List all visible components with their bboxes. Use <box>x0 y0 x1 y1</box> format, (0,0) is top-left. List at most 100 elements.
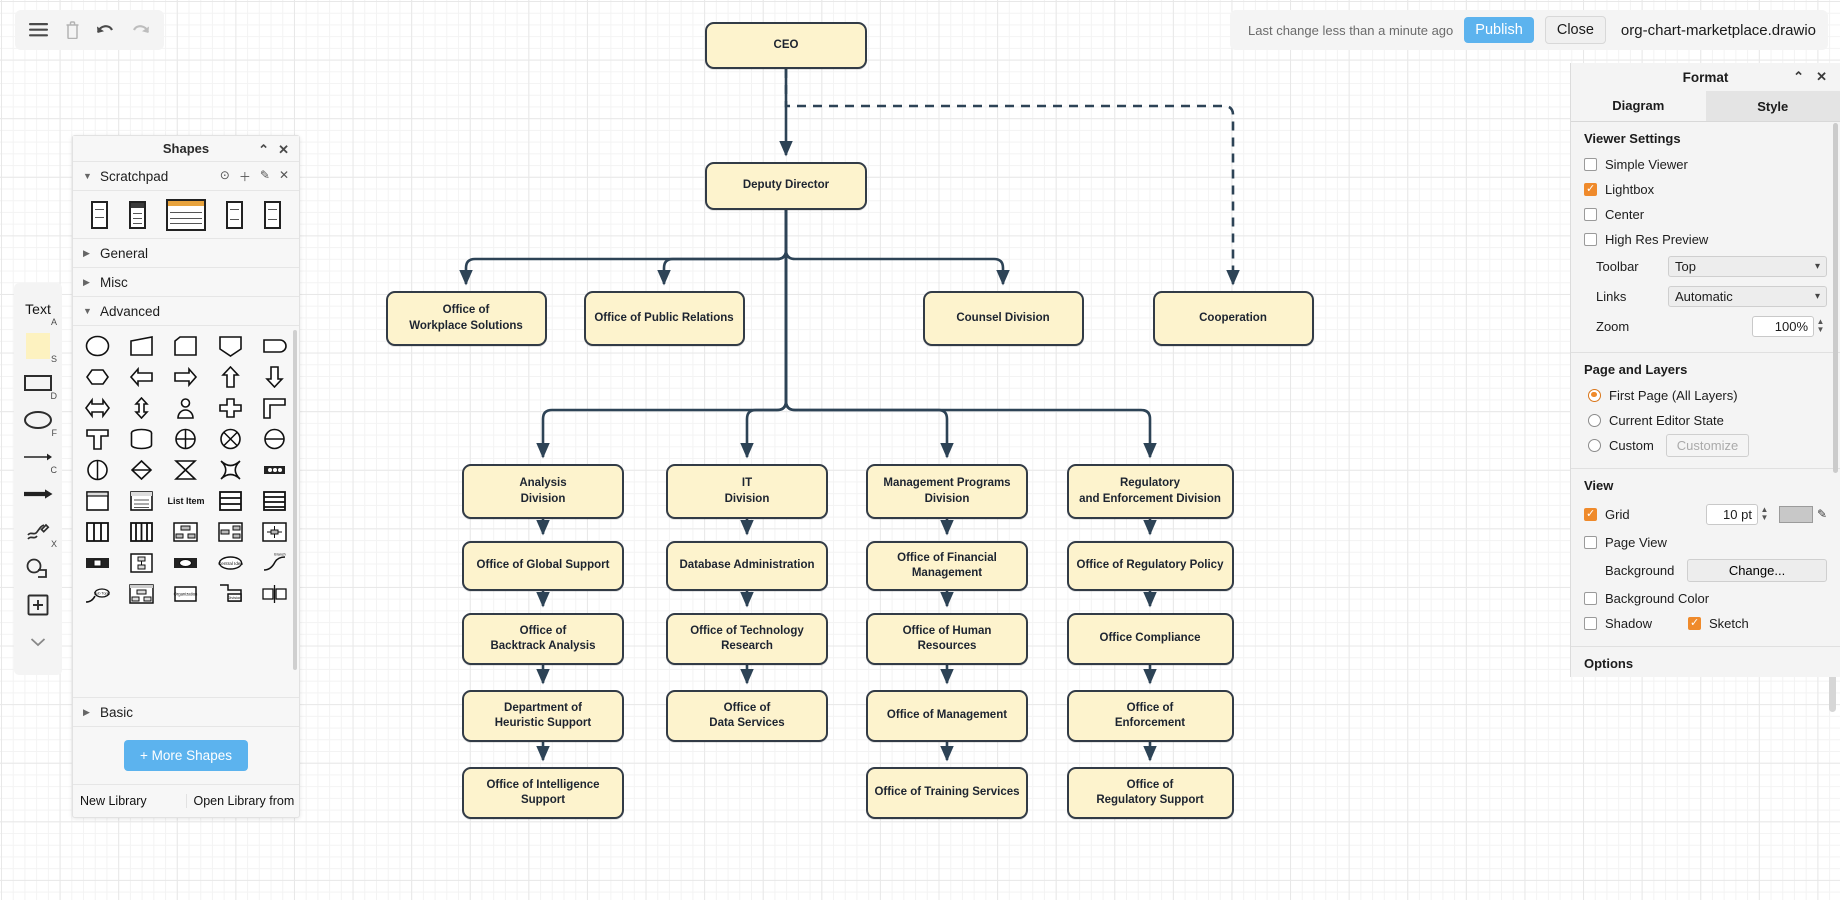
checkbox-icon[interactable] <box>1584 182 1597 196</box>
note-tool[interactable]: S <box>16 327 60 364</box>
palette-scrollbar[interactable] <box>293 330 297 670</box>
palette-shape-39[interactable]: Central Idea <box>208 547 252 578</box>
palette-shape-11[interactable] <box>75 392 119 423</box>
insert-tool[interactable] <box>16 586 60 623</box>
palette-shape-14[interactable] <box>208 392 252 423</box>
palette-shape-30[interactable] <box>253 485 297 516</box>
close-icon[interactable]: ✕ <box>278 167 289 182</box>
toolbar-select[interactable]: Top ▾ <box>1668 255 1827 277</box>
undo-icon[interactable] <box>96 19 115 41</box>
org-node[interactable]: CEO <box>705 22 867 69</box>
eyedropper-icon[interactable]: ✎ <box>1816 507 1827 521</box>
edit-icon[interactable]: ✎ <box>259 167 270 182</box>
scratchpad-shape-1[interactable] <box>91 200 109 229</box>
arrow-tool[interactable] <box>16 475 60 512</box>
line-tool[interactable]: C <box>16 438 60 475</box>
tab-diagram[interactable]: Diagram <box>1571 91 1706 121</box>
checkbox-icon[interactable] <box>1584 591 1597 605</box>
radio-first-page[interactable]: First Page (All Layers) <box>1584 384 1827 406</box>
palette-shape-15[interactable] <box>253 392 297 423</box>
radio-current-editor-state[interactable]: Current Editor State <box>1584 409 1827 431</box>
radio-icon[interactable] <box>1588 438 1601 452</box>
grid-size-stepper[interactable]: ▲▼ <box>1760 505 1769 522</box>
org-node[interactable]: Office of Management <box>866 690 1028 742</box>
palette-shape-17[interactable] <box>119 423 163 454</box>
palette-shape-31[interactable] <box>75 516 119 547</box>
close-button[interactable]: Close <box>1544 16 1606 44</box>
palette-shape-44[interactable]: Division <box>208 578 252 609</box>
org-node[interactable]: Office of Human Resources <box>866 613 1028 665</box>
checkbox-simple-viewer[interactable]: Simple Viewer <box>1584 153 1827 175</box>
palette-shape-13[interactable] <box>164 392 208 423</box>
org-node[interactable]: Office of Training Services <box>866 767 1028 819</box>
palette-shape-3[interactable] <box>164 330 208 361</box>
checkbox-icon[interactable] <box>1584 535 1597 549</box>
menu-icon[interactable] <box>29 19 48 41</box>
palette-shape-45[interactable] <box>253 578 297 609</box>
scratchpad-shape-5[interactable] <box>263 200 281 229</box>
org-node[interactable]: Counsel Division <box>922 291 1084 346</box>
section-basic[interactable]: ▶ Basic <box>73 698 299 727</box>
palette-shape-29[interactable] <box>208 485 252 516</box>
org-node[interactable]: Office of Public Relations <box>583 291 745 346</box>
palette-shape-25[interactable] <box>253 454 297 485</box>
checkbox-background-color[interactable]: Background Color <box>1584 587 1827 609</box>
palette-shape-24[interactable] <box>208 454 252 485</box>
close-icon[interactable]: ✕ <box>1816 69 1827 84</box>
section-scratchpad[interactable]: ▼ Scratchpad ⊙ ＋ ✎ ✕ <box>73 162 299 191</box>
section-advanced[interactable]: ▼ Advanced <box>73 297 299 326</box>
grid-size-input[interactable]: 10 pt <box>1705 503 1758 525</box>
background-change-button[interactable]: Change... <box>1687 558 1827 582</box>
palette-shape-19[interactable] <box>208 423 252 454</box>
checkbox-page-view[interactable]: Page View <box>1584 531 1827 553</box>
radio-icon[interactable] <box>1588 413 1601 427</box>
open-library-button[interactable]: Open Library from <box>185 794 300 808</box>
checkbox-icon[interactable] <box>1584 157 1597 171</box>
palette-shape-2[interactable] <box>119 330 163 361</box>
checkbox-icon[interactable] <box>1687 616 1701 630</box>
scratchpad-shape-2[interactable] <box>128 200 146 229</box>
radio-custom[interactable]: Custom Customize <box>1584 433 1827 457</box>
format-panel-scrollbar[interactable] <box>1833 123 1838 473</box>
more-tools-chevron[interactable] <box>16 623 60 660</box>
more-shapes-button[interactable]: + More Shapes <box>124 740 248 771</box>
checkbox-lightbox[interactable]: Lightbox <box>1584 178 1827 200</box>
org-node[interactable]: Office Compliance <box>1066 613 1234 665</box>
palette-shape-5[interactable] <box>253 330 297 361</box>
palette-shape-38[interactable] <box>164 547 208 578</box>
palette-shape-23[interactable] <box>164 454 208 485</box>
comment-tool[interactable] <box>16 549 60 586</box>
links-select[interactable]: Automatic ▾ <box>1668 285 1827 307</box>
freehand-tool[interactable]: X <box>16 512 60 549</box>
palette-shape-36[interactable] <box>75 547 119 578</box>
grid-color-swatch[interactable] <box>1778 505 1813 523</box>
scratchpad-shape-4[interactable] <box>226 200 244 229</box>
palette-shape-16[interactable] <box>75 423 119 454</box>
text-tool[interactable]: Text A <box>16 290 60 328</box>
palette-shape-34[interactable] <box>208 516 252 547</box>
palette-shape-20[interactable] <box>253 423 297 454</box>
palette-shape-28[interactable]: List Item <box>167 495 205 506</box>
publish-button[interactable]: Publish <box>1464 17 1534 43</box>
palette-shape-8[interactable] <box>164 361 208 392</box>
palette-shape-41[interactable]: Sub Topic <box>75 578 119 609</box>
palette-shape-10[interactable] <box>253 361 297 392</box>
section-misc[interactable]: ▶ Misc <box>73 268 299 297</box>
palette-shape-42[interactable] <box>119 578 163 609</box>
palette-shape-6[interactable] <box>75 361 119 392</box>
close-icon[interactable]: ✕ <box>278 142 289 157</box>
palette-shape-4[interactable] <box>208 330 252 361</box>
palette-shape-18[interactable] <box>164 423 208 454</box>
